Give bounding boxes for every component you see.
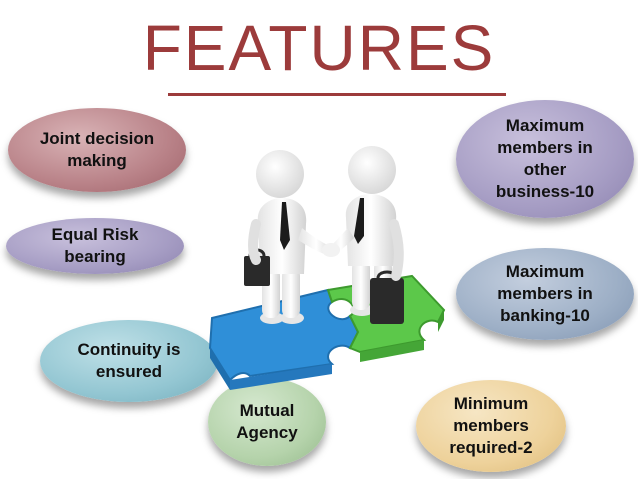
feature-continuity-label: Continuity is ensured — [77, 340, 181, 381]
feature-max-other-business-label: Maximum members in other business-10 — [495, 116, 595, 201]
feature-max-banking-label: Maximum members in banking-10 — [497, 262, 593, 325]
right-figure — [328, 146, 404, 324]
feature-equal-risk: Equal Risk bearing — [6, 218, 184, 274]
feature-equal-risk-label: Equal Risk bearing — [51, 225, 139, 266]
page-title: FEATURES — [142, 12, 496, 84]
feature-continuity: Continuity is ensured — [40, 320, 218, 402]
title-underline — [168, 93, 506, 96]
feature-mutual-agency: Mutual Agency — [208, 378, 326, 466]
feature-min-members-label: Minimum members required-2 — [449, 394, 533, 457]
handshake-hands — [322, 243, 340, 257]
feature-max-banking: Maximum members in banking-10 — [456, 248, 634, 340]
handshake-puzzle-illustration — [208, 146, 446, 390]
feature-max-other-business: Maximum members in other business-10 — [456, 100, 634, 218]
feature-mutual-agency-label: Mutual Agency — [236, 401, 298, 442]
blue-puzzle-piece — [208, 288, 360, 390]
left-figure — [244, 150, 334, 324]
feature-joint-decision-label: Joint decision making — [39, 129, 155, 170]
feature-min-members: Minimum members required-2 — [416, 380, 566, 472]
feature-joint-decision: Joint decision making — [8, 108, 186, 192]
